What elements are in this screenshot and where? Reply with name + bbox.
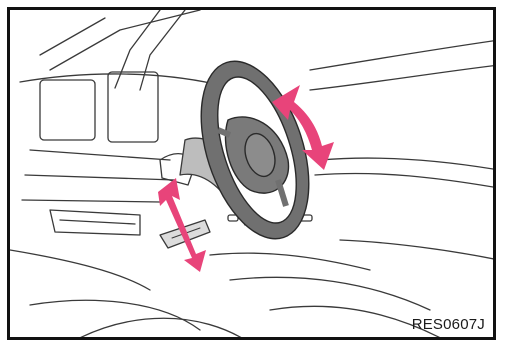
reference-code: RES0607J: [411, 316, 485, 333]
adjustment-arrows: [158, 85, 334, 272]
cluster-screen-left: [39, 79, 96, 141]
tilt-arrow: [272, 85, 334, 170]
vent: [49, 209, 141, 236]
illustration-frame: RES0607J: [7, 7, 496, 340]
windshield-line: [39, 17, 106, 56]
cluster-screen-right: [107, 71, 159, 143]
telescopic-arrow: [158, 178, 206, 272]
steering-adjustment-illustration: [10, 10, 493, 337]
dashboard-top: [19, 73, 216, 85]
